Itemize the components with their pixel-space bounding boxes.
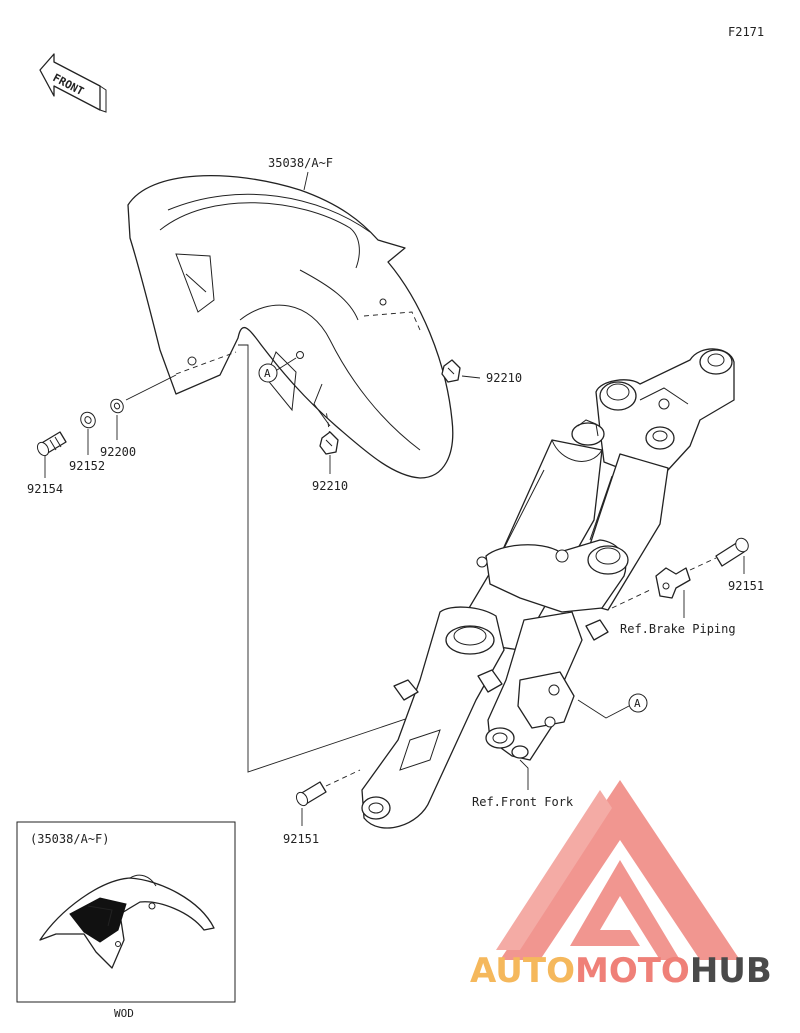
- watermark-logo: [496, 780, 740, 960]
- watermark-text: AUTOMOTOHUB: [470, 951, 772, 991]
- washer-92152: [80, 411, 96, 429]
- watermark-moto: MOTO: [575, 951, 690, 991]
- ref-front-fork: Ref.Front Fork: [472, 795, 574, 809]
- callout-92151-lower: 92151: [283, 832, 319, 846]
- inset-title: (35038/A~F): [30, 832, 109, 846]
- callout-92154: 92154: [27, 482, 63, 496]
- front-fork-assembly: [361, 348, 735, 829]
- watermark-auto: AUTO: [470, 951, 575, 991]
- callout-92200: 92200: [100, 445, 136, 459]
- marker-a-fender: [258, 363, 278, 383]
- callout-92152: 92152: [69, 459, 105, 473]
- callout-92151-upper: 92151: [728, 579, 764, 593]
- callout-92210-upper: 92210: [486, 371, 522, 385]
- ref-brake-piping: Ref.Brake Piping: [620, 622, 736, 636]
- bolt-92151-upper: [715, 537, 749, 567]
- marker-a-fender-label: A: [264, 367, 271, 380]
- nut-92210-upper: [441, 359, 461, 383]
- callout-92210-lower: 92210: [312, 479, 348, 493]
- front-arrow-icon: FRONT: [39, 53, 107, 113]
- brake-piping-bracket: [655, 567, 691, 599]
- bolt-92151-lower: [295, 781, 327, 807]
- inset-footer: WOD: [114, 1007, 134, 1020]
- marker-a-fork-label: A: [634, 697, 641, 710]
- washer-92200: [110, 398, 124, 414]
- figure-code: F2171: [728, 25, 764, 39]
- watermark-hub: HUB: [690, 951, 772, 991]
- front-fender: [127, 174, 454, 479]
- callout-fender: 35038/A~F: [268, 156, 333, 170]
- nut-92210-lower: [319, 431, 339, 455]
- marker-a-fork: [628, 693, 648, 713]
- inset-box: (35038/A~F): [16, 821, 236, 1003]
- bolt-92154: [36, 431, 67, 457]
